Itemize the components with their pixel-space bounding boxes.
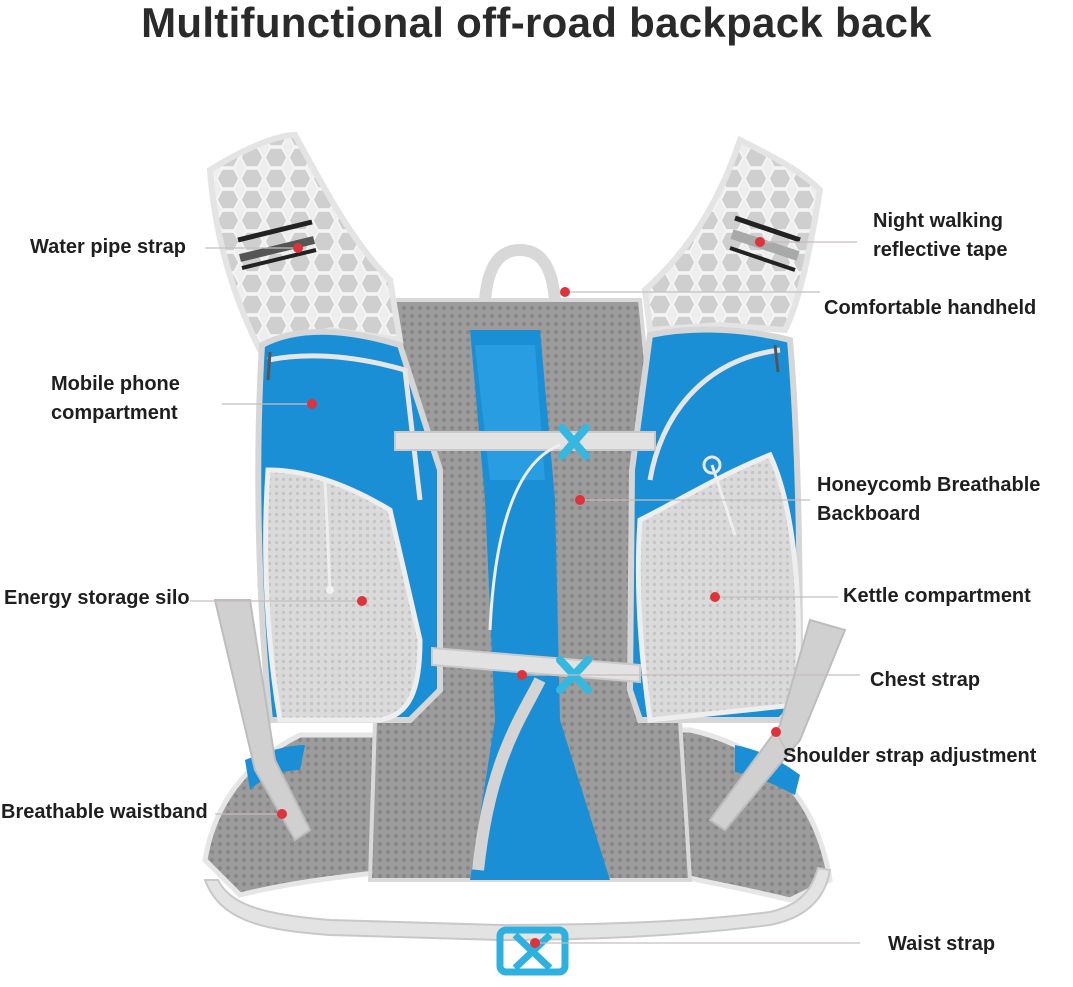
water-pipe-cord [488,443,561,631]
right-mesh-pocket [635,451,801,723]
label-shoulder-strap-adjustment: Shoulder strap adjustment [783,745,1037,767]
label-mobile-phone-line1: Mobile phone [51,373,180,395]
label-night-walking-line2: reflective tape [873,239,1008,261]
label-breathable-waistband: Breathable waistband [1,801,208,823]
label-mobile-phone: Mobile phone compartment [51,370,180,428]
reflective-tape-right [729,215,801,272]
label-kettle-compartment: Kettle compartment [843,585,1031,607]
label-energy-storage-silo: Energy storage silo [4,587,190,609]
label-night-walking-line1: Night walking [873,210,1003,232]
handle [479,243,561,301]
label-night-walking: Night walking reflective tape [873,207,1008,265]
reflective-tape-left [237,219,317,270]
label-honeycomb-backboard: Honeycomb Breathable Backboard [817,471,1040,529]
waist-strap [203,866,832,942]
label-water-pipe-strap: Water pipe strap [30,236,186,258]
waist-buckle [496,926,569,976]
label-waist-strap: Waist strap [888,933,996,955]
shoulder-adjust-strap [708,618,847,832]
label-chest-strap: Chest strap [870,669,981,691]
page-title: Multifunctional off-road backpack back [141,0,932,46]
label-comfortable-handheld: Comfortable handheld [824,297,1037,319]
marker-dots [277,237,781,948]
label-mobile-phone-line2: compartment [51,402,178,424]
upper-chest-strap [394,424,656,460]
left-mesh-pocket [263,467,423,723]
label-honeycomb-line2: Backboard [817,503,921,525]
label-honeycomb-line1: Honeycomb Breathable [817,474,1041,496]
